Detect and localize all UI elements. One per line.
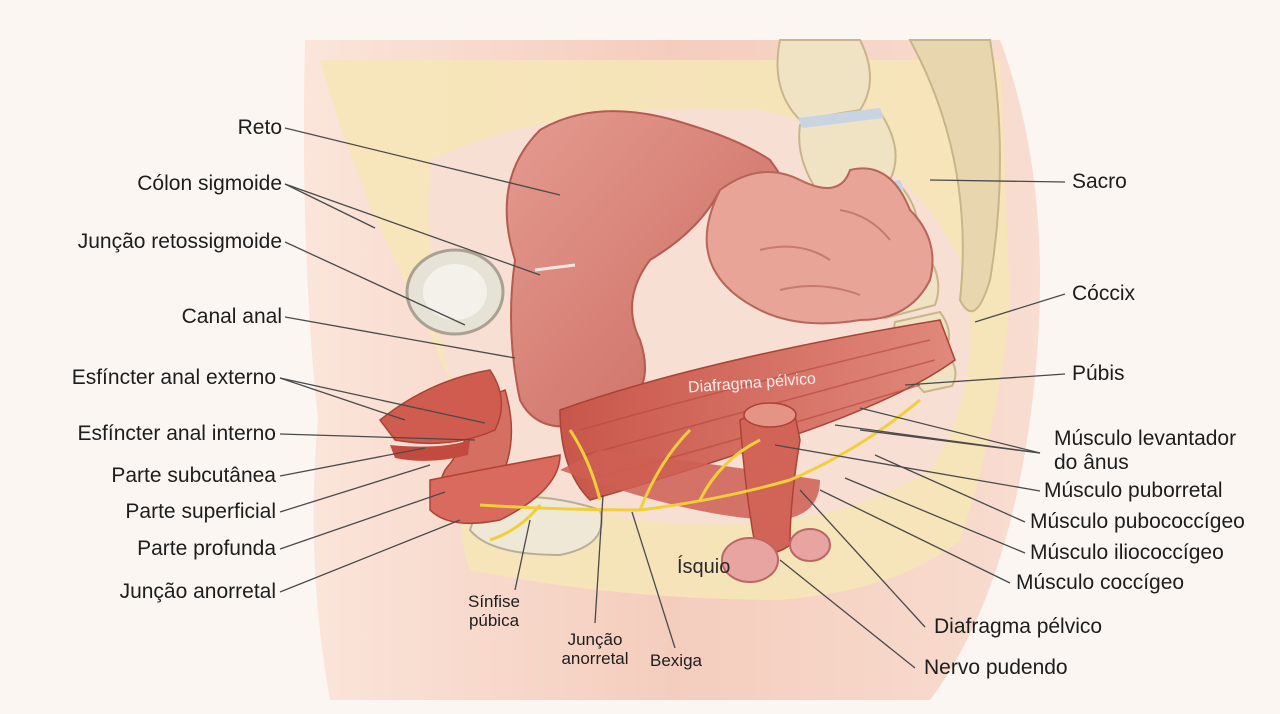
label-juncao-line2: anorretal xyxy=(561,649,629,668)
label-bexiga: Bexiga xyxy=(650,651,702,670)
label-juncao-anorretal-bottom: Junção anorretal xyxy=(550,630,640,668)
label-parte-profunda: Parte profunda xyxy=(137,537,276,560)
pudendal-nerve xyxy=(479,398,921,542)
label-coccix: Cóccix xyxy=(1072,282,1136,305)
label-sinfise-line1: Sínfise xyxy=(468,592,520,611)
external-sphincter xyxy=(378,369,503,445)
label-pubococcigeo: Músculo pubococcígeo xyxy=(1030,510,1245,533)
label-juncao-line1: Junção xyxy=(567,630,623,649)
label-diafragma-pelvico: Diafragma pélvico xyxy=(934,615,1103,638)
label-sacro: Sacro xyxy=(1072,170,1127,193)
label-parte-superficial: Parte superficial xyxy=(125,500,276,523)
sigmoid-colon xyxy=(705,167,934,325)
ischium xyxy=(721,537,779,583)
label-nervo-pudendo: Nervo pudendo xyxy=(924,656,1068,679)
label-isquio: Ísquio xyxy=(677,556,731,578)
label-coccigeo: Músculo coccígeo xyxy=(1016,571,1185,594)
label-levantador-1: Músculo levantador xyxy=(1054,427,1237,450)
leader-lines xyxy=(279,127,1066,669)
subcutaneous-part xyxy=(390,440,470,461)
label-levantador-2: do ânus xyxy=(1054,451,1129,474)
label-canal-anal: Canal anal xyxy=(181,305,282,328)
deep-part xyxy=(429,454,561,525)
label-juncao-retossigmoide: Junção retossigmoide xyxy=(77,230,282,253)
label-parte-subcutanea: Parte subcutânea xyxy=(111,464,276,487)
label-iliococcigeo: Músculo iliococcígeo xyxy=(1030,541,1224,564)
label-colon-sigmoide: Cólon sigmoide xyxy=(137,172,282,195)
label-esfincter-externo: Esfíncter anal externo xyxy=(71,366,276,389)
label-sinfise-pubica: Sínfise púbica xyxy=(462,592,526,630)
label-esfincter-interno: Esfíncter anal interno xyxy=(77,422,276,445)
label-sinfise-line2: púbica xyxy=(468,611,520,630)
label-puborretal: Músculo puborretal xyxy=(1044,479,1223,502)
label-reto: Reto xyxy=(237,116,282,139)
label-pubis: Púbis xyxy=(1072,362,1125,385)
label-juncao-anorretal: Junção anorretal xyxy=(119,580,276,603)
rectosigmoid-junction xyxy=(534,263,576,272)
